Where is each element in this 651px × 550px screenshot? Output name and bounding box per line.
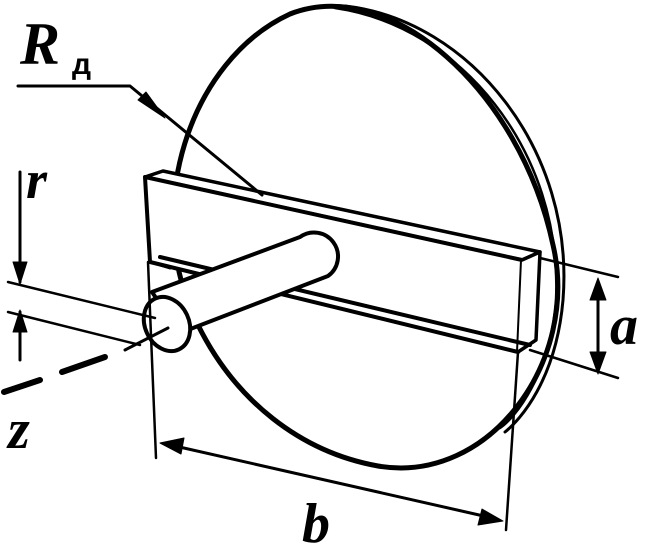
r-arrowhead-bottom xyxy=(12,309,28,333)
z-axis-solid xyxy=(123,326,170,352)
dimension-r xyxy=(6,170,157,362)
plate-inner-edge xyxy=(148,260,172,270)
radius-leader-arrowhead xyxy=(137,91,166,119)
shaft xyxy=(141,230,340,354)
label-R-subscript: д xyxy=(72,48,91,81)
label-a: a xyxy=(610,295,638,357)
disk xyxy=(170,3,566,471)
disk-front-face xyxy=(170,3,561,471)
r-extension-top xyxy=(6,280,157,320)
radius-leader-line xyxy=(16,84,264,197)
z-axis-dash-2 xyxy=(59,354,108,375)
shaft-end-face xyxy=(141,294,193,354)
label-b: b xyxy=(302,493,330,550)
b-arrowhead-right xyxy=(477,508,504,526)
b-arrowhead-left xyxy=(159,437,185,455)
disk-rim-inner xyxy=(333,6,558,430)
r-arrowhead-top xyxy=(12,261,28,285)
label-z: z xyxy=(6,399,30,461)
axis-z xyxy=(1,326,170,395)
a-extension-bottom xyxy=(528,348,620,380)
z-axis-dash-1 xyxy=(1,377,43,395)
b-extension-left xyxy=(146,260,158,460)
a-extension-top xyxy=(538,256,620,279)
label-r: r xyxy=(26,150,48,210)
disk-rim-outer xyxy=(343,4,566,434)
a-arrowhead-bottom xyxy=(589,351,607,375)
label-R: R xyxy=(19,11,60,77)
dimension-b xyxy=(146,260,520,532)
dimension-a xyxy=(528,256,620,380)
r-extension-bottom xyxy=(6,310,142,347)
radius-leader xyxy=(16,84,264,197)
a-arrowhead-top xyxy=(589,277,607,301)
b-dimension-line xyxy=(173,444,490,519)
b-extension-right xyxy=(504,350,520,532)
shaft-body xyxy=(150,230,340,335)
